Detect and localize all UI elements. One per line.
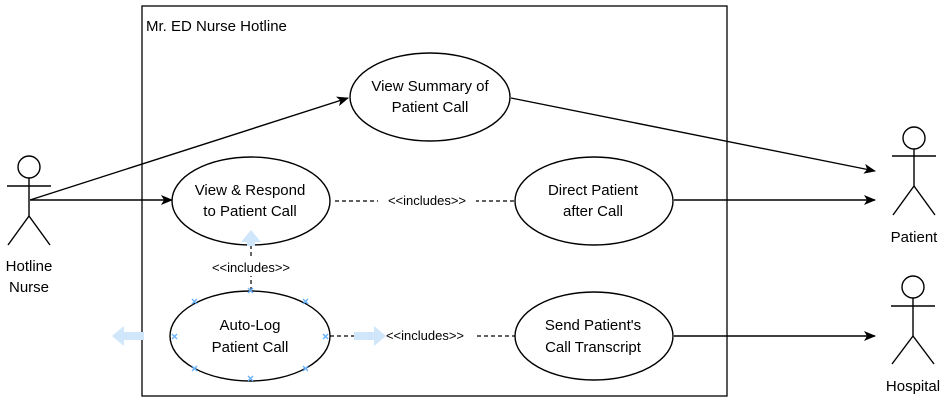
actor-hotline-nurse-label-line1: Hotline <box>6 258 53 275</box>
include-label-autolog-respond: <<includes>> <box>212 260 290 275</box>
system-title: Mr. ED Nurse Hotline <box>146 18 287 35</box>
use-case-send-transcript-line2: Call Transcript <box>545 339 642 356</box>
use-case-view-respond-line1: View & Respond <box>195 182 306 199</box>
association-nurse-to-view-summary[interactable] <box>29 96 349 201</box>
use-case-direct-patient-line1: Direct Patient <box>548 182 639 199</box>
use-case-view-summary-line1: View Summary of <box>371 78 489 95</box>
association-view-summary-to-patient[interactable] <box>510 97 876 174</box>
connection-arrow-hints[interactable] <box>112 230 386 346</box>
actor-hospital-label: Hospital <box>886 378 940 395</box>
actor-hotline-nurse-label-line2: Nurse <box>9 279 49 296</box>
use-case-auto-log[interactable]: Auto-Log Patient Call <box>169 290 331 382</box>
include-label-respond-direct: <<includes>> <box>388 193 466 208</box>
include-label-autolog-transcript: <<includes>> <box>386 328 464 343</box>
use-case-view-respond[interactable]: View & Respond to Patient Call <box>171 156 331 246</box>
use-case-view-summary[interactable]: View Summary of Patient Call <box>349 52 511 142</box>
use-case-view-summary-line2: Patient Call <box>392 99 469 116</box>
use-case-direct-patient-line2: after Call <box>563 203 623 220</box>
use-case-view-respond-line2: to Patient Call <box>203 203 296 220</box>
selection-handles[interactable] <box>171 287 329 382</box>
use-case-auto-log-line2: Patient Call <box>212 339 289 356</box>
actor-patient[interactable] <box>892 126 936 216</box>
actor-patient-label: Patient <box>891 229 939 246</box>
use-case-direct-patient[interactable]: Direct Patient after Call <box>514 156 674 246</box>
use-case-send-transcript[interactable]: Send Patient's Call Transcript <box>514 291 674 381</box>
actor-hotline-nurse[interactable] <box>7 155 51 246</box>
actor-hospital[interactable] <box>891 275 935 365</box>
use-case-auto-log-line1: Auto-Log <box>220 317 281 334</box>
use-case-send-transcript-line1: Send Patient's <box>545 317 641 334</box>
